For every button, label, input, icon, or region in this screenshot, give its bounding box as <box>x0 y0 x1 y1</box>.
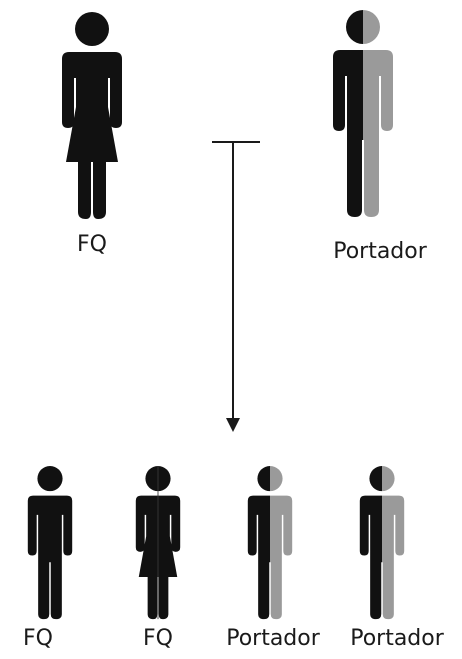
child-figure-2 <box>135 466 181 620</box>
child-label-2: FQ <box>143 626 173 651</box>
parent-figure-mother <box>62 12 122 219</box>
child-figure-3 <box>247 466 293 620</box>
parent-label-father: Portador <box>333 239 427 264</box>
child-label-4: Portador <box>350 626 444 651</box>
descent-arrowhead <box>226 418 240 432</box>
child-figure-4 <box>359 466 405 620</box>
child-label-1: FQ <box>23 626 53 651</box>
parent-figure-father <box>333 10 393 217</box>
child-label-3: Portador <box>226 626 320 651</box>
child-figure-1 <box>27 466 73 620</box>
parent-label-mother: FQ <box>77 232 107 257</box>
